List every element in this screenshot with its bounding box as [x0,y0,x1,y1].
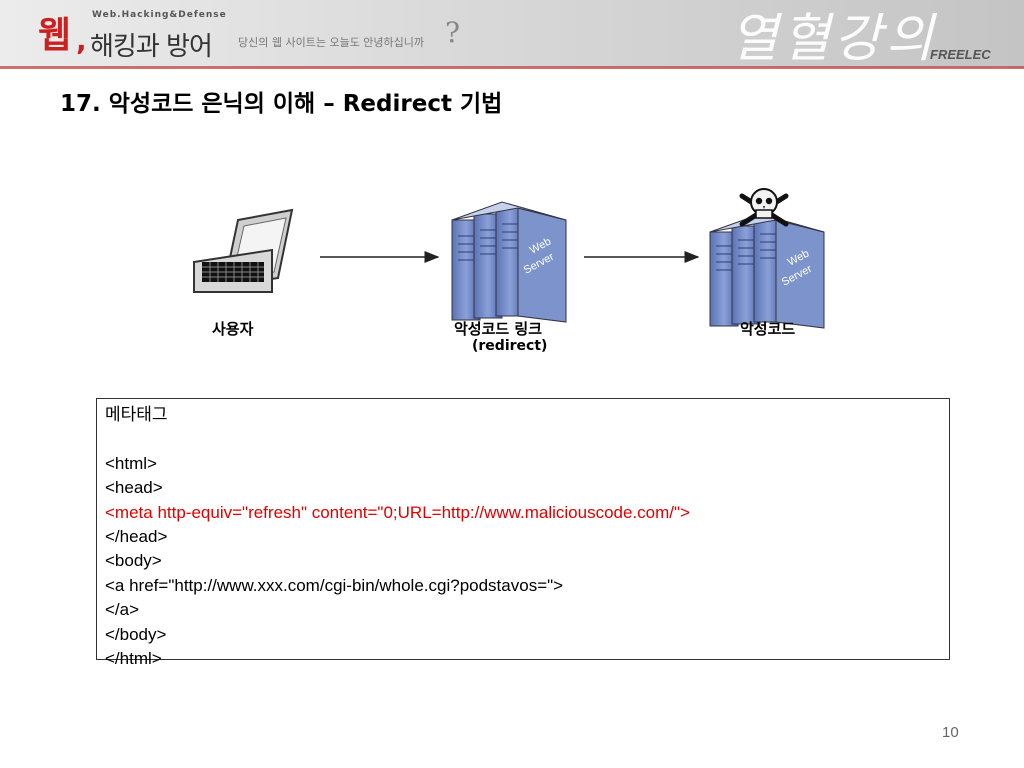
redirect-diagram: Web Server Web Server [180,180,860,360]
logo-subtitle: 해킹과 방어 [90,32,213,62]
code-line: </body> [105,624,167,644]
logo-main: 웹 [38,15,71,56]
web-server-icon: Web Server [451,201,567,323]
label-redirect: (redirect) [472,338,548,354]
laptop-icon [193,208,294,293]
page-number: 10 [942,724,959,741]
code-line: <html> [105,453,157,473]
diagram-canvas: Web Server Web Server [193,188,825,329]
code-line: 메타태그 [105,405,168,424]
code-line: </head> [105,527,168,547]
tagline-question-mark: ? [445,16,461,49]
slide-title: 17. 악성코드 은닉의 이해 – Redirect 기법 [60,91,503,117]
logo-comma: , [76,24,87,57]
code-line: <a href="http://www.xxx.com/cgi-bin/whol… [105,575,564,595]
header-banner: 웹 , Web.Hacking&Defense 해킹과 방어 당신의 웹 사이트… [0,0,1024,68]
banner-divider [0,66,1024,69]
decorative-calligraphy: 열혈강의 [730,9,938,68]
skull-icon [739,188,789,227]
brand-logo: FREELEC [930,47,991,62]
logo-english: Web.Hacking&Defense [92,10,227,20]
code-line-blank [105,427,949,451]
tagline: 당신의 웹 사이트는 오늘도 안녕하십니까 [238,36,425,49]
code-line: </a> [105,600,140,620]
code-line: </html> [105,649,162,669]
label-user: 사용자 [212,320,254,338]
label-malicious-link: 악성코드 링크 [454,320,543,338]
code-line: <body> [105,551,162,571]
label-malicious-code: 악성코드 [740,320,796,338]
meta-tag-code-box: 메타태그 <html> <head> <meta http-equiv="ref… [96,398,950,668]
code-line-highlighted: <meta http-equiv="refresh" content="0;UR… [105,502,690,522]
code-line: <head> [105,478,163,498]
malicious-server-icon: Web Server [709,213,825,329]
